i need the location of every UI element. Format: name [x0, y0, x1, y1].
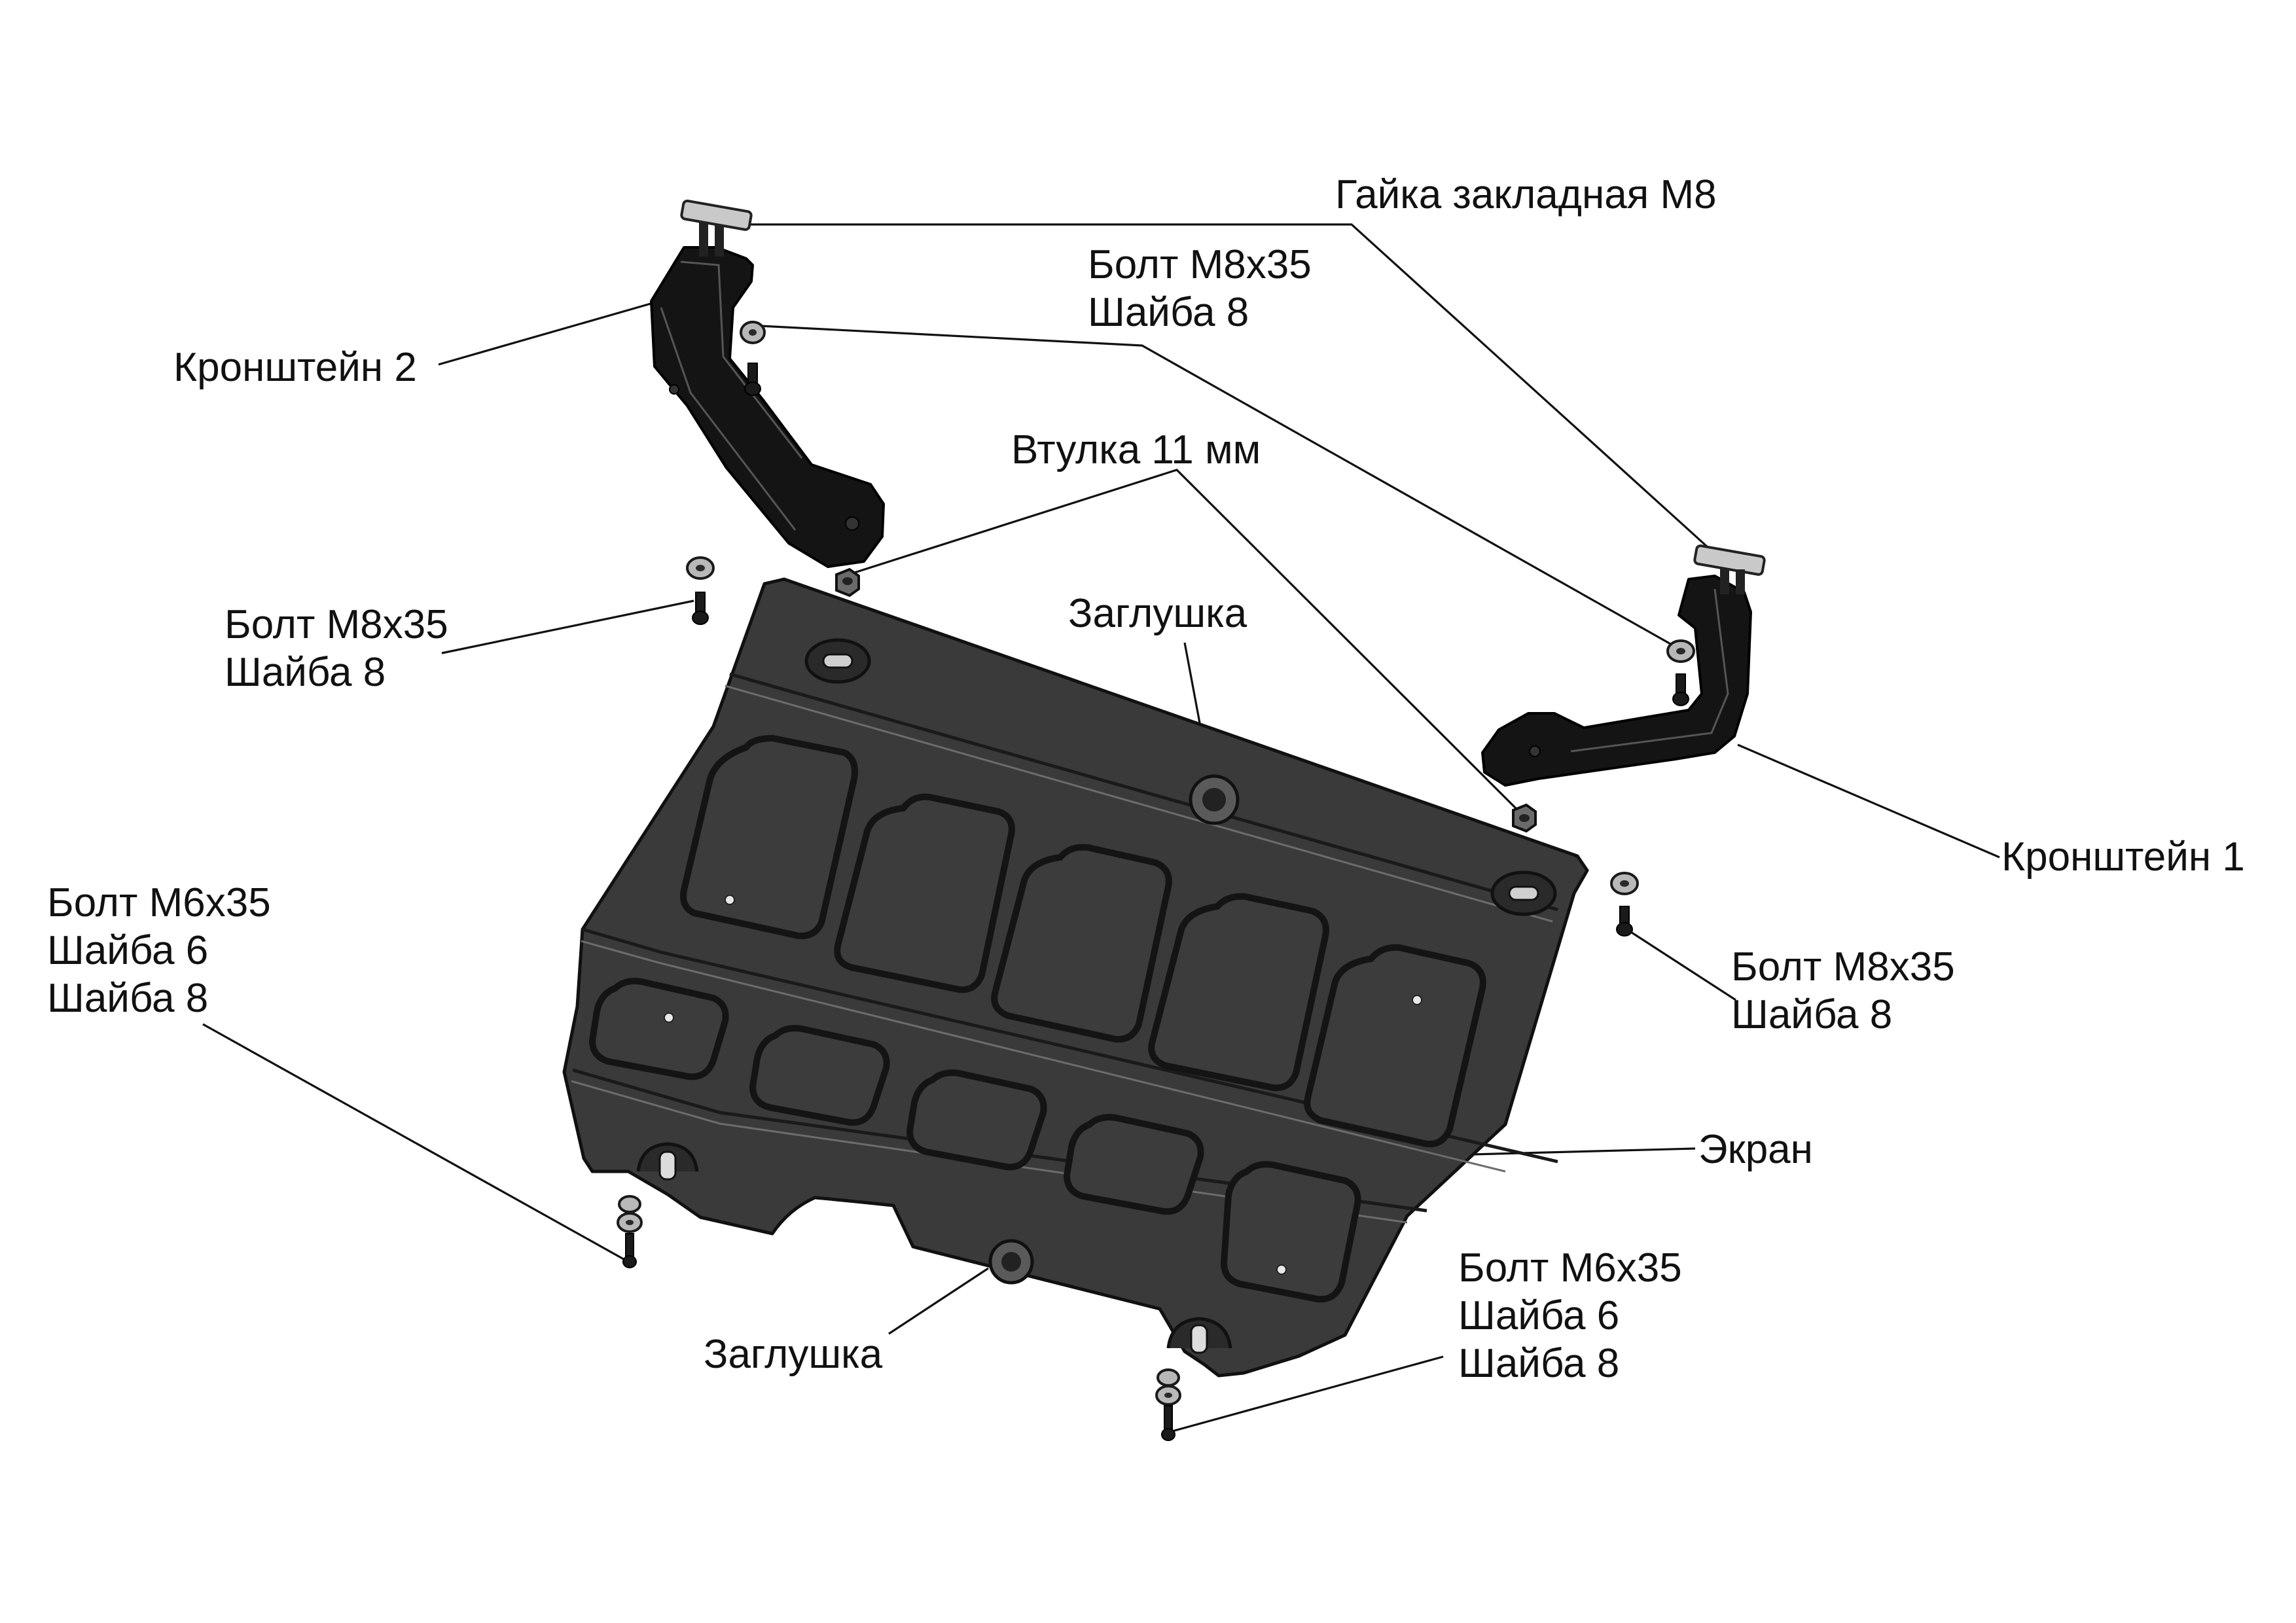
- bolt-m8-left: [686, 556, 715, 625]
- label-zaglushka-top: Заглушка: [1068, 591, 1247, 636]
- label-kronshtein2: Кронштейн 2: [173, 345, 417, 390]
- leader-bolt-top: [760, 325, 1678, 649]
- shield-crease-mid: [582, 927, 1558, 1164]
- bracket-2: [650, 246, 885, 568]
- shield-crease-mid-hi: [581, 940, 1506, 1173]
- leader-bolt-m6-left: [202, 1023, 629, 1263]
- labels: Гайка закладная М8 Болт М8х35 Шайба 8 Кр…: [47, 172, 2245, 1386]
- leader-kronshtein2: [438, 300, 660, 366]
- leader-bolt-left: [441, 599, 694, 654]
- bolt-m6-left: [617, 1195, 643, 1268]
- bolt-m6-right: [1155, 1368, 1181, 1441]
- label-bolt-left-2: Шайба 8: [224, 650, 386, 695]
- insert-nut-right: [1693, 544, 1766, 594]
- label-ekran: Экран: [1698, 1127, 1813, 1172]
- label-bolt-m6-left-3: Шайба 8: [47, 976, 208, 1021]
- label-bolt-m6-right-3: Шайба 8: [1458, 1341, 1619, 1386]
- label-bolt-right-1: Болт М8х35: [1731, 944, 1955, 990]
- label-bolt-top-1: Болт М8х35: [1088, 242, 1312, 287]
- label-vtulka: Втулка 11 мм: [1011, 427, 1261, 473]
- label-bolt-m6-right-1: Болт М6х35: [1458, 1245, 1682, 1291]
- leader-zaglushka-bottom: [888, 1267, 989, 1335]
- plug-top: [1189, 774, 1240, 825]
- leader-bolt-right: [1629, 930, 1736, 1001]
- label-bolt-top-2: Шайба 8: [1088, 290, 1249, 335]
- leader-gaika: [730, 223, 1708, 548]
- label-bolt-left-1: Болт М8х35: [224, 602, 448, 647]
- lower-pockets: [588, 978, 1361, 1303]
- plug-bottom: [988, 1239, 1034, 1285]
- shield-crease-top: [729, 672, 1558, 912]
- label-zaglushka-bottom: Заглушка: [704, 1332, 883, 1377]
- bolt-m8-bracket1: [1666, 639, 1695, 706]
- bracket-1: [1481, 575, 1752, 787]
- leader-kronshtein1: [1737, 743, 2000, 859]
- leader-lines: [202, 223, 2000, 1435]
- sleeve-left: [835, 567, 860, 597]
- leader-vtulka: [848, 469, 1525, 817]
- upper-pockets: [680, 734, 1486, 1148]
- shield-slots: [636, 638, 1557, 1354]
- bolt-m8-right: [1610, 872, 1639, 936]
- label-bolt-right-2: Шайба 8: [1731, 992, 1892, 1037]
- leader-ekran: [1446, 1147, 1696, 1156]
- insert-nut-top: [680, 199, 753, 257]
- label-bolt-m6-left-1: Болт М6х35: [47, 880, 271, 925]
- shield-crease-top-hi: [725, 685, 1553, 923]
- label-bolt-m6-right-2: Шайба 6: [1458, 1293, 1619, 1338]
- leader-bolt-m6-right: [1164, 1355, 1444, 1435]
- label-kronshtein1: Кронштейн 1: [2001, 834, 2245, 880]
- bolt-m8-top: [740, 321, 766, 396]
- sleeve-right: [1512, 803, 1537, 833]
- shield-screen: [562, 577, 1589, 1378]
- label-gaika: Гайка закладная М8: [1335, 172, 1717, 217]
- label-bolt-m6-left-2: Шайба 6: [47, 928, 208, 973]
